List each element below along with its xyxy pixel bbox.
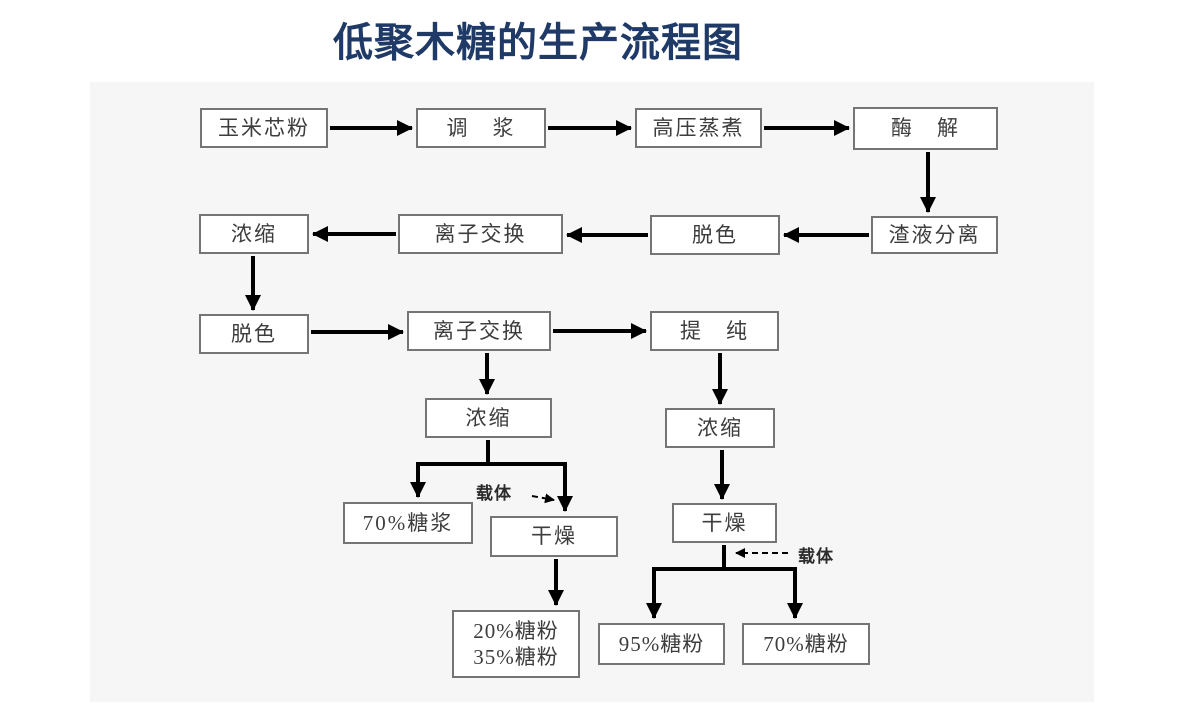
node-ion-exchange-1: 离子交换 [398, 214, 563, 254]
node-label: 玉米芯粉 [218, 115, 310, 140]
node-label: 提 纯 [680, 318, 749, 343]
node-label: 干燥 [701, 510, 748, 535]
node-label: 调 浆 [446, 115, 516, 140]
node-label: 离子交换 [433, 318, 525, 343]
node-label: 浓缩 [231, 221, 277, 246]
node-label-line1: 20%糖粉 [473, 618, 559, 643]
node-label: 脱色 [231, 321, 277, 346]
node-ion-exchange-2: 离子交换 [407, 311, 551, 351]
node-label: 离子交换 [434, 221, 527, 246]
node-drying-1: 干燥 [490, 516, 618, 557]
node-label: 渣液分离 [888, 222, 981, 247]
carrier-label-right: 载体 [798, 547, 834, 566]
node-concentration-3: 浓缩 [665, 408, 775, 448]
node-decolorization-2: 脱色 [199, 314, 309, 354]
node-enzymolysis: 酶 解 [853, 107, 998, 150]
node-decolorization-1: 脱色 [650, 215, 780, 255]
node-label: 70%糖浆 [362, 510, 454, 535]
node-label-line2: 35%糖粉 [473, 645, 559, 669]
node-drying-2: 干燥 [672, 503, 777, 543]
node-label: 脱色 [692, 222, 738, 247]
node-label: 浓缩 [697, 415, 743, 440]
node-label: 70%糖粉 [763, 631, 849, 656]
node-label: 95%糖粉 [618, 631, 705, 656]
node-syrup-70: 70%糖浆 [343, 502, 473, 544]
node-corn-cob-powder: 玉米芯粉 [200, 108, 328, 148]
page-title: 低聚木糖的生产流程图 [333, 21, 743, 65]
node-slurry-mixing: 调 浆 [416, 108, 546, 148]
node-residue-liquid-separation: 渣液分离 [871, 216, 998, 254]
node-label: 干燥 [531, 524, 577, 549]
node-label: 浓缩 [465, 405, 512, 430]
node-concentration-1: 浓缩 [199, 214, 309, 254]
node-sugar-powder-20-35: 20%糖粉 35%糖粉 [452, 610, 580, 678]
node-purification: 提 纯 [650, 311, 779, 351]
node-label: 酶 解 [891, 116, 960, 141]
flowchart-panel [90, 82, 1094, 702]
node-sugar-powder-95: 95%糖粉 [598, 623, 725, 665]
node-sugar-powder-70: 70%糖粉 [742, 623, 870, 665]
node-high-pressure-cooking: 高压蒸煮 [635, 108, 762, 148]
node-concentration-2: 浓缩 [425, 398, 552, 438]
node-label: 高压蒸煮 [652, 115, 745, 140]
carrier-label-left: 载体 [476, 484, 512, 503]
